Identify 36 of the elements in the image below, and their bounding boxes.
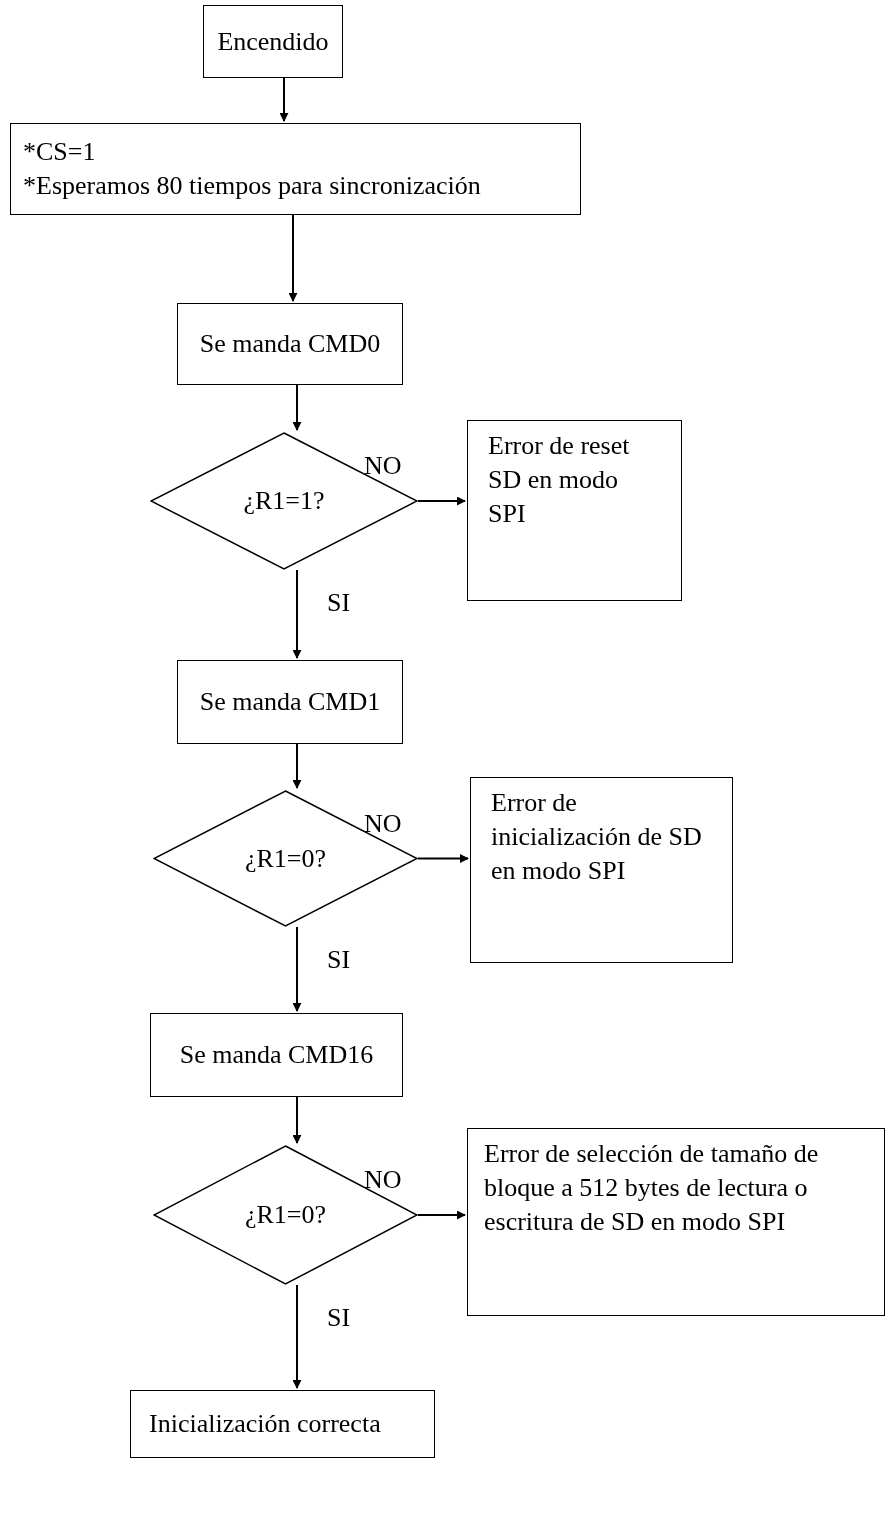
node-text: Error de inicialización de SD en modo SPI	[491, 787, 703, 887]
arrow	[292, 926, 302, 1012]
process-box	[177, 660, 403, 744]
arrow	[292, 569, 302, 659]
process-box	[177, 303, 403, 385]
process-box	[467, 420, 682, 601]
decision-diamond	[153, 790, 418, 927]
node-text: Se manda CMD16	[179, 1039, 374, 1071]
node-text: ¿R1=1?	[243, 485, 325, 517]
node-text: *Esperamos 80 tiempos para sincronización	[23, 170, 481, 202]
node-text: Encendido	[217, 25, 329, 58]
arrow	[279, 77, 289, 122]
arrow	[417, 1210, 466, 1220]
arrow	[417, 854, 469, 863]
process-box	[470, 777, 733, 963]
decision-diamond	[153, 1145, 418, 1285]
process-box	[130, 1390, 435, 1458]
node-text: Error de reset SD en modo SPI	[488, 430, 631, 530]
arrow	[288, 214, 298, 302]
process-box	[150, 1013, 403, 1097]
process-box	[467, 1128, 885, 1316]
process-box	[203, 5, 343, 78]
process-box	[10, 123, 581, 215]
arrow	[292, 384, 302, 431]
arrow	[417, 496, 466, 506]
arrow	[292, 1096, 302, 1144]
node-text: *CS=1	[23, 136, 96, 168]
decision-diamond	[150, 432, 418, 570]
node-text: Inicialización correcta	[149, 1408, 381, 1440]
node-text: ¿R1=0?	[244, 842, 327, 875]
node-text: ¿R1=0?	[244, 1199, 327, 1231]
arrow	[292, 743, 302, 789]
node-text: Se manda CMD0	[199, 328, 381, 360]
arrow	[292, 1284, 302, 1389]
node-text: Error de selección de tamaño de bloque a 512 bytes de lectura o escritura de SD en modo SPI	[484, 1138, 820, 1238]
node-text: Se manda CMD1	[199, 686, 381, 718]
